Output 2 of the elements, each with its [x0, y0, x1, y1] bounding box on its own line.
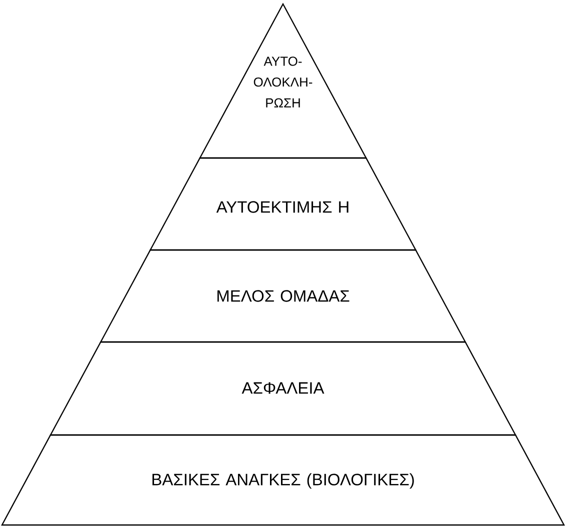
pyramid-level: ΑΣΦΑΛΕΙΑ: [50, 341, 516, 436]
pyramid-level: ΒΑΣΙΚΕΣ ΑΝΑΓΚΕΣ (ΒΙΟΛΟΓΙΚΕΣ): [1, 434, 565, 526]
